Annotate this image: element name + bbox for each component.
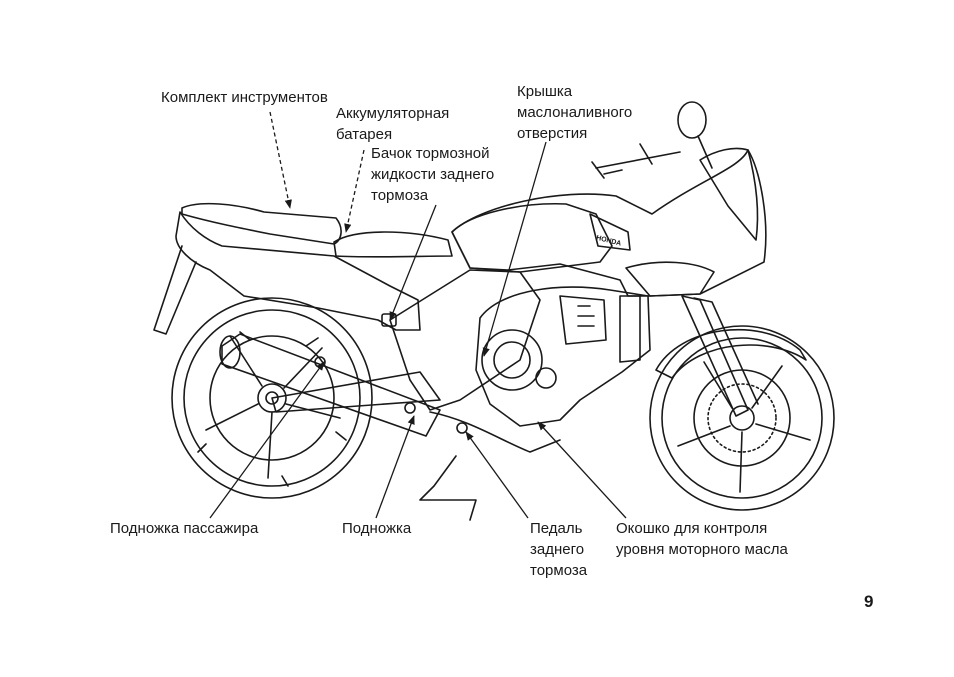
leader-passenger-footpeg (209, 361, 325, 519)
mirror (677, 101, 713, 169)
seat (333, 231, 453, 258)
label-rear-brake-pedal-line-1: Педаль (530, 520, 583, 537)
page-number: 9 (864, 592, 874, 611)
label-footpeg: Подножка (342, 518, 411, 539)
rear-hugger (153, 245, 197, 335)
fairing (451, 149, 767, 297)
fairing-panel (625, 261, 715, 297)
leader-oil-filler-cap (482, 141, 547, 357)
engine-cover (481, 329, 543, 391)
label-oil-level-window-line-2: уровня моторного масла (616, 541, 788, 558)
leader-oil-level-window (537, 421, 627, 519)
leader-rear-brake-pedal (465, 431, 529, 519)
label-instrument-panel: Комплект инструментов (161, 87, 328, 108)
frame (389, 269, 541, 411)
footpeg (404, 402, 416, 414)
tank (451, 202, 613, 273)
label-oil-filler-cap-line-3: отверстия (517, 125, 588, 142)
label-passenger-footpeg: Подножка пассажира (110, 518, 258, 539)
label-oil-level-window-line-1: Окошко для контроля (616, 520, 768, 537)
rear-seat (181, 202, 342, 245)
label-rear-brake-reservoir-line-3: тормоза (371, 187, 429, 204)
engine (475, 286, 651, 427)
handlebar (591, 143, 681, 179)
label-rear-brake-reservoir-line-1: Бачок тормозной (371, 145, 490, 162)
brake-pedal (456, 422, 468, 434)
leader-instrument-panel (269, 111, 292, 209)
callout-lines (209, 111, 627, 519)
swingarm (271, 371, 441, 413)
exhaust (219, 333, 561, 453)
label-battery: Аккумуляторная батарея (336, 103, 449, 145)
label-rear-brake-reservoir-line-2: жидкости заднего (371, 166, 495, 183)
main-stand (419, 455, 477, 521)
motorcycle-illustration: HONDA (153, 101, 835, 521)
label-rear-brake-pedal: Педаль заднего тормоза (530, 518, 587, 581)
label-passenger-footpeg-text: Подножка пассажира (110, 520, 259, 537)
label-oil-filler-cap-line-1: Крышка (517, 83, 573, 100)
label-battery-line-2: батарея (336, 126, 393, 143)
leader-battery (344, 149, 365, 233)
label-instrument-panel-text: Комплект инструментов (161, 89, 328, 106)
front-fender (655, 328, 807, 379)
label-footpeg-text: Подножка (342, 520, 412, 537)
label-rear-brake-reservoir: Бачок тормозной жидкости заднего тормоза (371, 143, 494, 206)
leader-footpeg (375, 415, 415, 519)
label-oil-level-window: Окошко для контроля уровня моторного мас… (616, 518, 788, 560)
label-battery-line-1: Аккумуляторная (336, 105, 450, 122)
label-oil-filler-cap-line-2: маслоналивного (517, 104, 633, 121)
front-fork (681, 295, 759, 417)
label-rear-brake-pedal-line-2: заднего (530, 541, 585, 558)
front-wheel (649, 325, 835, 511)
windscreen (699, 147, 759, 241)
label-oil-filler-cap: Крышка маслоналивного отверстия (517, 81, 632, 144)
tail (175, 211, 421, 331)
tank-logo-area (589, 213, 631, 251)
leader-rear-brake-reservoir (389, 204, 437, 321)
label-rear-brake-pedal-line-3: тормоза (530, 562, 588, 579)
